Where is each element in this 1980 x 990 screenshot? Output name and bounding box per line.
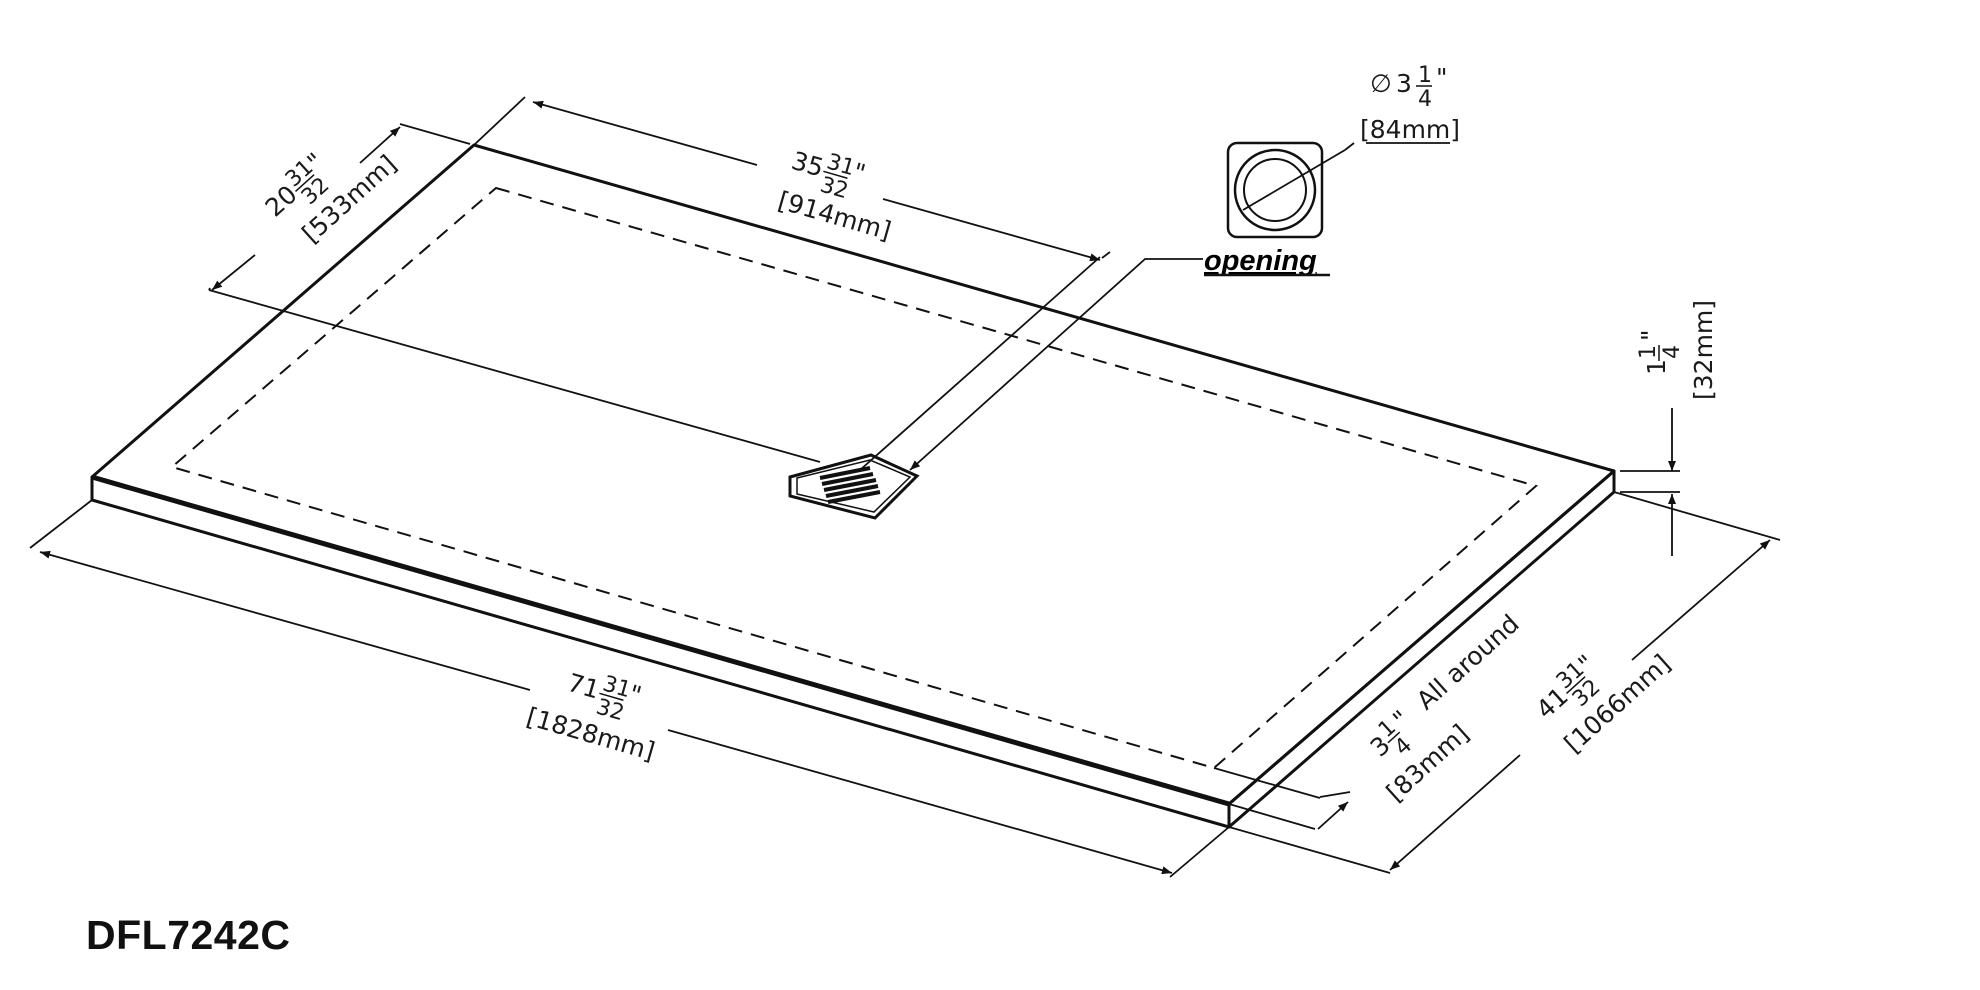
model-number: DFL7242C: [86, 912, 291, 958]
svg-text:[84mm]: [84mm]: [1360, 115, 1460, 144]
dim-length: 71 31 32 " [1828mm]: [523, 668, 658, 766]
svg-text:35: 35: [788, 146, 827, 183]
svg-text:[1828mm]: [1828mm]: [523, 702, 658, 766]
leader-lines: [208, 142, 1450, 471]
svg-text:71: 71: [564, 668, 603, 705]
svg-text:": ": [1636, 330, 1665, 342]
svg-text:1: 1: [1636, 345, 1661, 359]
opening-label: opening: [1204, 245, 1317, 277]
dim-thickness-mm: [32mm]: [1689, 300, 1718, 400]
dimension-lines: [29, 96, 1781, 878]
svg-text:3: 3: [1396, 69, 1412, 98]
dim-thickness: 1 1 4 ": [1636, 330, 1685, 376]
dim-drain-diameter: ∅ 3 1 4 " [84mm]: [1360, 63, 1460, 144]
dim-width: 41 31 32 " [1066mm]: [1531, 649, 1676, 759]
svg-text:[32mm]: [32mm]: [1689, 300, 1718, 400]
dim-top-length: 35 31 32 " [914mm]: [775, 146, 894, 246]
inner-border-dashed: [169, 186, 1539, 770]
svg-text:4: 4: [1418, 87, 1432, 112]
drain-grate: [788, 453, 920, 520]
svg-text:∅: ∅: [1370, 69, 1392, 98]
drain-detail-icon: [1226, 141, 1346, 239]
svg-text:1: 1: [1642, 359, 1671, 375]
svg-text:4: 4: [1660, 345, 1685, 359]
svg-text:1: 1: [1418, 63, 1432, 88]
svg-text:": ": [1436, 63, 1448, 92]
